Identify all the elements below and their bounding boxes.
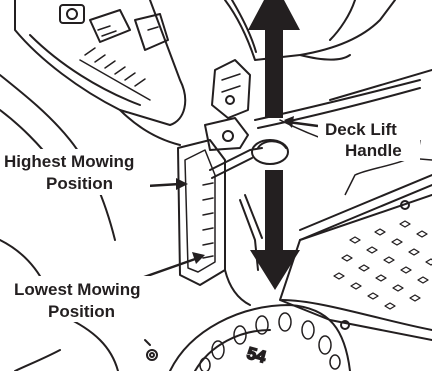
control-console-illustration — [15, 0, 185, 145]
down-arrow-icon — [250, 170, 300, 290]
highest-label-line1: Highest Mowing — [4, 152, 134, 171]
lowest-label-line2: Position — [48, 302, 115, 321]
deck-lift-label-line2: Handle — [345, 141, 402, 160]
lift-mechanism-illustration — [178, 60, 420, 305]
fender-illustration — [0, 75, 118, 371]
lowest-label-line1: Lowest Mowing — [14, 280, 141, 299]
deck-size-badge: 54 — [245, 344, 269, 367]
highest-label-line2: Position — [46, 174, 113, 193]
deck-lift-label-line1: Deck Lift — [325, 120, 397, 139]
